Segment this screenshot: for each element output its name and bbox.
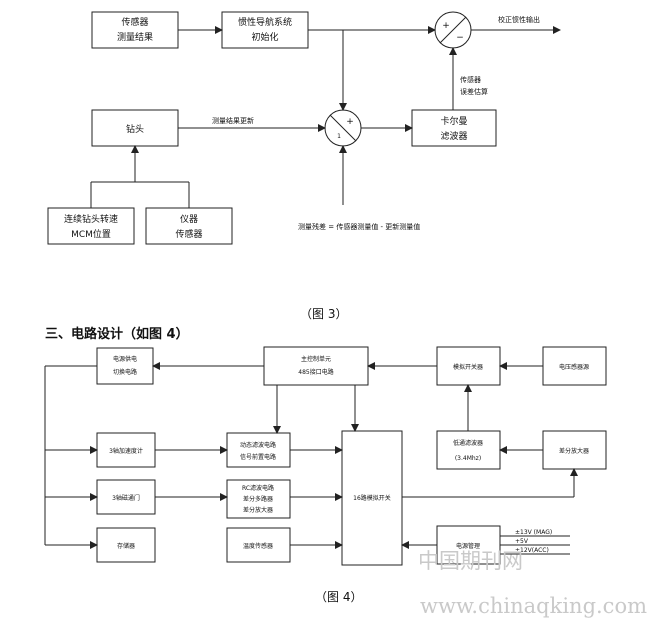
lowpass-label-1: 低通滤波器 bbox=[453, 439, 483, 447]
lowpass-label-2: (3.4Mhz) bbox=[455, 455, 481, 462]
top-junction-minus: − bbox=[456, 33, 464, 43]
instrument-label-1: 仪器 bbox=[180, 214, 198, 225]
filter-amp-label-2: 信号前置电路 bbox=[240, 453, 276, 461]
diff-amp-label: 差分放大器 bbox=[559, 447, 589, 455]
power-switch-box bbox=[96, 347, 154, 385]
figure-3: 传感器 测量结果 惯性导航系统 初始化 钻头 卡尔曼 滤波器 连续钻头转速 MC… bbox=[47, 11, 561, 321]
figure-4-caption: （图 4） bbox=[315, 590, 362, 604]
voltage-rail-3: ±12V(ACC) bbox=[515, 547, 549, 554]
residual-formula: 测量残差 = 传感器测量值 - 更新测量值 bbox=[298, 222, 420, 231]
inertial-nav-label-2: 初始化 bbox=[251, 31, 278, 43]
storage-box bbox=[96, 527, 156, 563]
analog-switch-top-label: 模拟开关器 bbox=[453, 363, 483, 371]
error-estimate-label-2: 误差估算 bbox=[460, 87, 488, 96]
power-switch-label-1: 电源供电 bbox=[113, 355, 137, 363]
section-title: 三、电路设计（如图 4） bbox=[45, 326, 189, 342]
kalman-label-2: 滤波器 bbox=[440, 130, 467, 142]
analog-switch-16-box bbox=[341, 430, 403, 566]
instrument-sensor-box bbox=[145, 207, 233, 245]
rc-filter-label-1: RC滤波电路 bbox=[242, 484, 274, 492]
figure-3-caption: （图 3） bbox=[300, 307, 347, 321]
watermark-cn: 中国期刊网 bbox=[418, 549, 523, 573]
drill-head-box bbox=[91, 109, 179, 147]
sensor-result-label-2: 测量结果 bbox=[117, 31, 153, 43]
lowpass-filter-box bbox=[436, 430, 501, 470]
top-junction-plus: + bbox=[442, 21, 450, 31]
temp-sensor-box bbox=[226, 527, 291, 563]
figure-4: 电源供电 切换电路 主控制单元 485接口电路 模拟开关器 电压感器源 3轴加速… bbox=[44, 346, 607, 604]
kalman-filter-box bbox=[411, 109, 497, 147]
drill-rotate-label-2: MCM位置 bbox=[71, 228, 111, 240]
rc-filter-label-3: 差分放大器 bbox=[243, 506, 273, 514]
voltage-rail-1: ±13V (MAG) bbox=[515, 529, 552, 536]
middle-junction-plus: + bbox=[346, 117, 354, 127]
main-control-box bbox=[263, 346, 369, 386]
sensor-result-box bbox=[91, 11, 179, 49]
main-control-label-1: 主控制单元 bbox=[301, 355, 331, 363]
voltage-rail-2: +5V bbox=[515, 538, 529, 545]
inertial-nav-box bbox=[221, 11, 309, 49]
drill-rotate-label-1: 连续钻头转速 bbox=[64, 213, 118, 225]
fluxgate-label: 3轴磁通门 bbox=[112, 494, 140, 502]
storage-label: 存储器 bbox=[117, 542, 135, 550]
drill-rotate-box bbox=[47, 207, 135, 245]
middle-junction-sub: 1 bbox=[337, 133, 341, 140]
voltage-sensor-box bbox=[542, 346, 607, 386]
rc-filter-box bbox=[226, 479, 291, 519]
drill-head-label: 钻头 bbox=[126, 123, 144, 135]
filter-amp-box bbox=[226, 432, 291, 468]
corrected-output-label: 校正惯性输出 bbox=[498, 15, 540, 24]
rc-filter-label-2: 差分多路器 bbox=[243, 495, 273, 503]
instrument-label-2: 传感器 bbox=[175, 228, 202, 240]
fluxgate-box bbox=[96, 479, 156, 515]
power-switch-label-2: 切换电路 bbox=[113, 368, 137, 376]
sensor-result-label-1: 传感器 bbox=[121, 16, 148, 28]
voltage-sensor-label: 电压感器源 bbox=[559, 363, 589, 371]
filter-amp-label-1: 动态滤波电路 bbox=[240, 441, 276, 449]
error-estimate-label-1: 传感器 bbox=[460, 75, 481, 84]
analog-switch-16-label: 16路模拟开关 bbox=[353, 494, 391, 502]
measure-update-label: 测量结果更新 bbox=[212, 116, 254, 125]
kalman-label-1: 卡尔曼 bbox=[440, 115, 467, 127]
inertial-nav-label-1: 惯性导航系统 bbox=[238, 16, 292, 28]
power-management-label: 电源管理 bbox=[456, 542, 480, 550]
accelerometer-label: 3轴加速度计 bbox=[109, 447, 143, 455]
watermark-url: www.chinaqking.com bbox=[420, 594, 647, 618]
main-control-label-2: 485接口电路 bbox=[298, 368, 333, 376]
temp-sensor-label: 温度传感器 bbox=[243, 542, 273, 550]
